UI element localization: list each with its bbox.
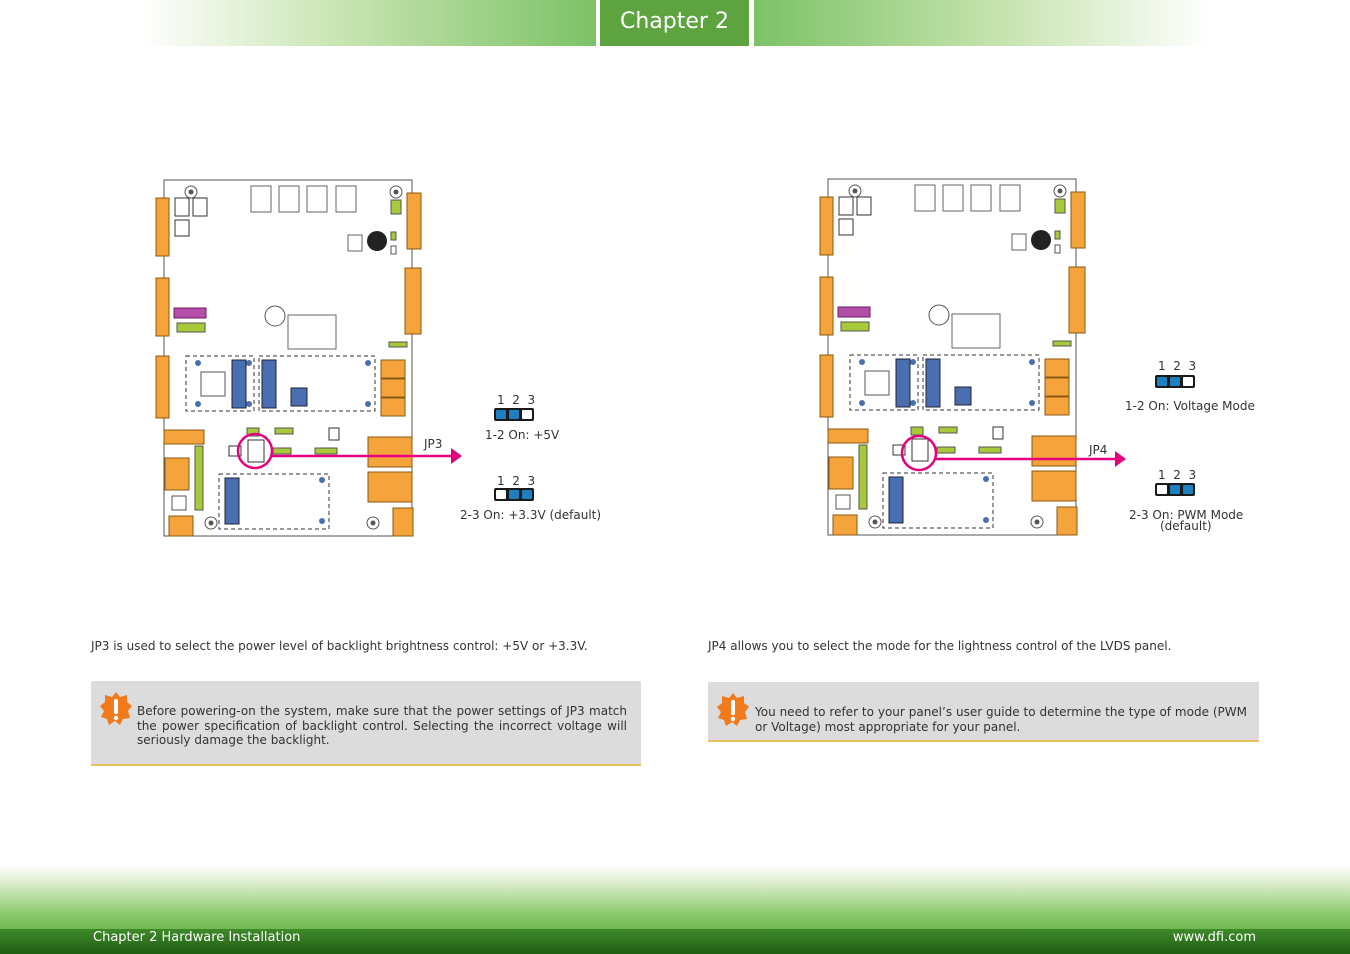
jumper-1-2-diagram — [494, 408, 534, 421]
jp4-description: JP4 allows you to select the mode for th… — [708, 639, 1172, 653]
jumper-setting-1: 1-2 On: Voltage Mode — [1125, 399, 1255, 413]
footer-bar — [0, 929, 1350, 954]
jumper-1-2-diagram — [1155, 375, 1195, 388]
pin-numbers: 1 2 3 — [497, 474, 536, 488]
jumper-setting-2: 2-3 On: PWM Mode — [1129, 508, 1244, 522]
warning-note-right: You need to refer to your panel’s user g… — [708, 682, 1259, 742]
warning-icon — [100, 692, 132, 725]
warning-note-text: Before powering-on the system, make sure… — [137, 704, 627, 747]
board-diagram-right — [819, 178, 1126, 536]
pin-numbers: 1 2 3 — [497, 393, 536, 407]
warning-note-left: Before powering-on the system, make sure… — [91, 681, 641, 766]
header-band-left — [140, 0, 596, 46]
header-band-right — [754, 0, 1210, 46]
pin-numbers: 1 2 3 — [1158, 359, 1197, 373]
jumper-2-3-diagram — [494, 488, 534, 501]
footer-gradient — [0, 865, 1350, 929]
jumper-setting-2-default: (default) — [1160, 519, 1212, 533]
footer-chapter-title: Chapter 2 Hardware Installation — [93, 930, 301, 945]
board-diagram-left — [155, 179, 462, 537]
jumper-setting-2: 2-3 On: +3.3V (default) — [460, 508, 602, 522]
jumper-id-label: JP3 — [424, 437, 443, 451]
jumper-2-3-diagram — [1155, 483, 1195, 496]
jp3-description: JP3 is used to select the power level of… — [91, 639, 588, 653]
footer-website[interactable]: www.dfi.com — [1172, 930, 1256, 945]
pin-numbers: 1 2 3 — [1158, 468, 1197, 482]
warning-note-text: You need to refer to your panel’s user g… — [755, 705, 1247, 734]
jumper-id-label: JP4 — [1089, 443, 1108, 457]
jumper-setting-1: 1-2 On: +5V — [485, 428, 560, 442]
warning-icon — [717, 693, 749, 726]
chapter-title: Chapter 2 — [598, 0, 751, 46]
